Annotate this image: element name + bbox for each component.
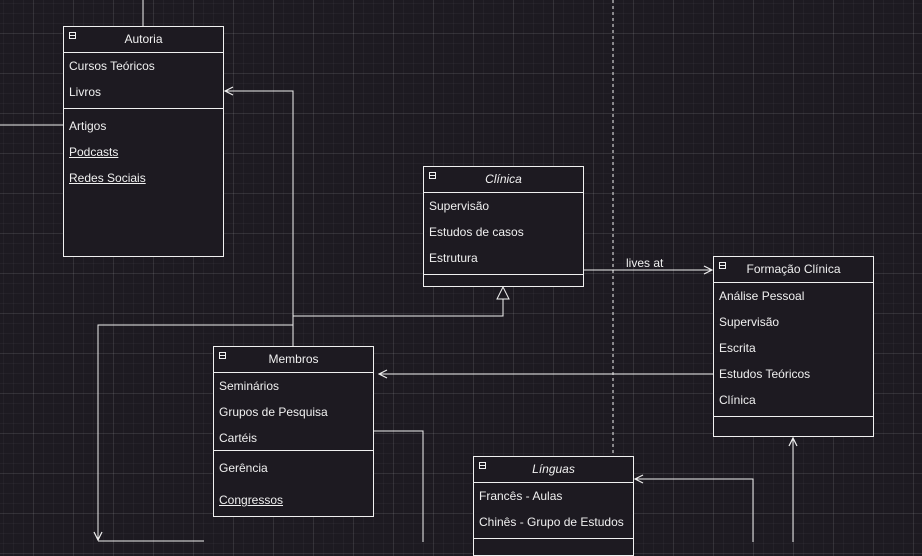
box-title: Clínica — [485, 172, 522, 186]
list-item[interactable]: Clínica — [719, 393, 756, 407]
connector-left-down[interactable] — [98, 324, 293, 540]
list-item[interactable]: Análise Pessoal — [719, 289, 805, 303]
list-item[interactable]: Livros — [69, 85, 102, 99]
collapse-icon[interactable] — [219, 352, 226, 359]
connector-inheritance-clinica[interactable] — [293, 299, 504, 317]
box-title: Autoria — [124, 32, 163, 46]
class-box-membros[interactable]: Membros Seminários Grupos de Pesquisa Ca… — [213, 346, 374, 517]
divider — [424, 274, 583, 275]
class-box-autoria[interactable]: Autoria Cursos Teóricos Livros Artigos P… — [63, 26, 224, 257]
connector-membros-livros[interactable] — [225, 91, 294, 346]
box-header[interactable]: Clínica — [424, 167, 583, 193]
divider — [714, 416, 873, 417]
collapse-icon[interactable] — [429, 172, 436, 179]
inheritance-triangle — [496, 285, 510, 300]
box-title: Membros — [268, 352, 319, 366]
list-item[interactable]: Supervisão — [719, 315, 780, 329]
list-item[interactable]: Congressos — [219, 493, 284, 507]
list-item[interactable]: Supervisão — [429, 199, 490, 213]
class-box-clinica[interactable]: Clínica Supervisão Estudos de casos Estr… — [423, 166, 584, 287]
divider — [64, 108, 223, 109]
list-item[interactable]: Estudos Teóricos — [719, 367, 811, 381]
list-item[interactable]: Grupos de Pesquisa — [219, 405, 328, 419]
list-item[interactable]: Estudos de casos — [429, 225, 524, 239]
connectors-layer — [0, 0, 922, 542]
list-item[interactable]: Francês - Aulas — [479, 489, 563, 503]
box-header[interactable]: Autoria — [64, 27, 223, 53]
list-item[interactable]: Podcasts — [69, 145, 119, 159]
list-item[interactable]: Cursos Teóricos — [69, 59, 155, 73]
divider — [474, 538, 633, 539]
box-header[interactable]: Formação Clínica — [714, 257, 873, 283]
divider — [214, 450, 373, 451]
list-item[interactable]: Estrutura — [429, 251, 478, 265]
connector-bottom-linguas[interactable] — [635, 479, 754, 542]
list-item[interactable]: Redes Sociais — [69, 171, 146, 185]
collapse-icon[interactable] — [69, 32, 76, 39]
list-item[interactable]: Escrita — [719, 341, 756, 355]
list-item[interactable]: Cartéis — [219, 431, 258, 445]
list-item[interactable]: Artigos — [69, 119, 107, 133]
list-item[interactable]: Chinês - Grupo de Estudos — [479, 515, 624, 529]
connector-carteis-down[interactable] — [374, 430, 424, 542]
box-title: Formação Clínica — [746, 262, 841, 276]
list-item[interactable]: Gerência — [219, 461, 268, 475]
class-box-linguas[interactable]: Línguas Francês - Aulas Chinês - Grupo d… — [473, 456, 634, 556]
edge-label-lives-at: lives at — [626, 256, 664, 270]
box-title: Línguas — [532, 462, 575, 476]
list-item[interactable]: Seminários — [219, 379, 280, 393]
collapse-icon[interactable] — [719, 262, 726, 269]
class-box-formacao-clinica[interactable]: Formação Clínica Análise Pessoal Supervi… — [713, 256, 874, 437]
box-header[interactable]: Membros — [214, 347, 373, 373]
collapse-icon[interactable] — [479, 462, 486, 469]
box-header[interactable]: Línguas — [474, 457, 633, 483]
